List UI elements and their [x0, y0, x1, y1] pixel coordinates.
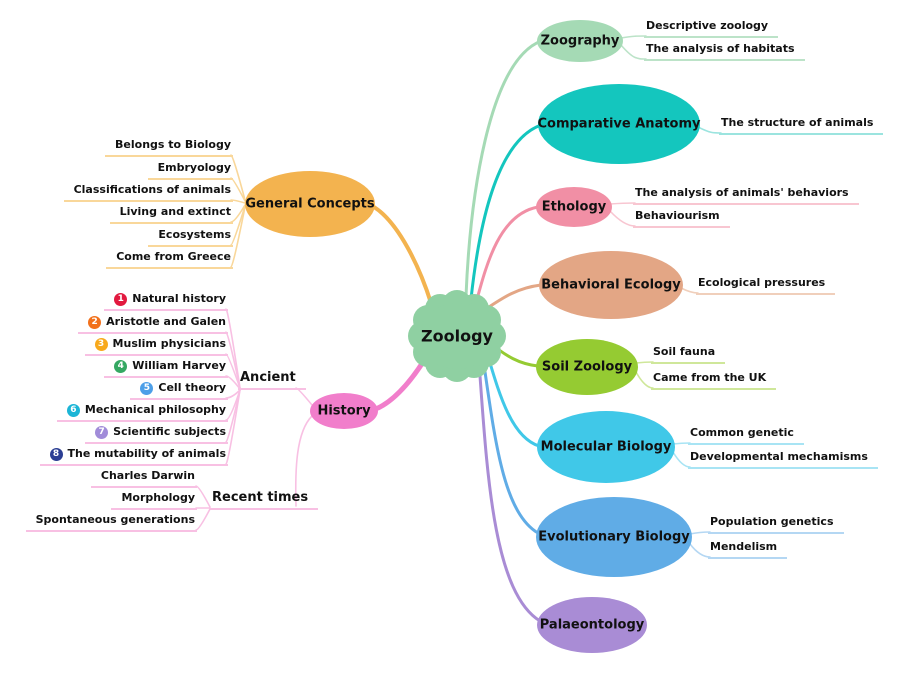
node-ethology[interactable]: Ethology	[541, 199, 607, 215]
group-ancient[interactable]: Ancient	[238, 368, 306, 390]
connector-general-child3	[230, 199, 246, 204]
topic-spontaneous-generations[interactable]: Spontaneous generations	[25, 510, 197, 532]
number-badge-6: 6	[66, 404, 80, 417]
branch-line-ethology	[474, 205, 540, 305]
branch-line-comparative	[469, 123, 543, 301]
topic-label: William Harvey	[132, 359, 226, 372]
connector-recent-item1	[195, 485, 211, 508]
connector-general-child4	[230, 204, 246, 223]
connector-molecular-child2	[672, 451, 691, 468]
topic-charles-darwin[interactable]: Charles Darwin	[90, 466, 197, 488]
node-palaeontology[interactable]: Palaeontology	[539, 617, 645, 633]
topic-label: Scientific subjects	[113, 425, 226, 438]
topic-scientific-subjects[interactable]: 7 Scientific subjects	[85, 422, 228, 444]
connector-general-child1	[230, 154, 246, 201]
node-soil-zoology[interactable]: Soil Zoology	[541, 359, 633, 375]
topic-morphology[interactable]: Morphology	[111, 488, 197, 510]
topic-descriptive-zoology[interactable]: Descriptive zoology	[644, 16, 779, 38]
topic-classifications-of-animals[interactable]: Classifications of animals	[63, 180, 233, 202]
topic-behaviourism[interactable]: Behaviourism	[633, 206, 730, 228]
topic-belongs-to-biology[interactable]: Belongs to Biology	[105, 135, 233, 157]
topic-label: Aristotle and Galen	[106, 315, 226, 328]
connector-ethology-child2	[609, 210, 636, 227]
group-recent-times[interactable]: Recent times	[210, 488, 319, 510]
number-badge-5: 5	[140, 382, 154, 395]
topic-natural-history[interactable]: 1 Natural history	[104, 289, 228, 311]
number-badge-8: 8	[49, 448, 63, 461]
connector-zoography-child1	[620, 35, 647, 39]
connector-behavioral-child1	[680, 287, 699, 294]
node-molecular-biology[interactable]: Molecular Biology	[540, 439, 672, 455]
topic-aristotle-and-galen[interactable]: 2 Aristotle and Galen	[78, 312, 228, 334]
topic-developmental-mechamisms[interactable]: Developmental mechamisms	[688, 447, 878, 469]
center-cloud-shape[interactable]	[408, 290, 506, 382]
node-ellipse-ethology[interactable]	[536, 187, 612, 227]
connector-general-child5	[230, 205, 246, 246]
connector-general-child6	[230, 206, 246, 268]
node-ellipse-evolutionary[interactable]	[536, 497, 692, 577]
connector-evolutionary-child2	[689, 543, 711, 558]
topic-label: Muslim physicians	[112, 337, 226, 350]
node-ellipse-soil[interactable]	[536, 339, 638, 395]
topic-cell-theory[interactable]: 5 Cell theory	[130, 378, 228, 400]
branch-line-evolutionary	[481, 356, 540, 535]
topic-label: The mutability of animals	[67, 447, 226, 460]
connector-recent-item3	[195, 508, 211, 531]
node-ellipse-zoography[interactable]	[537, 20, 623, 62]
number-badge-1: 1	[114, 293, 128, 306]
connector-ancient-item8	[225, 389, 241, 465]
topic-ecological-pressures[interactable]: Ecological pressures	[696, 273, 836, 295]
node-ellipse-comparative[interactable]	[538, 84, 700, 164]
node-zoography[interactable]: Zoography	[540, 33, 620, 49]
number-badge-3: 3	[94, 338, 108, 351]
topic-muslim-physicians[interactable]: 3 Muslim physicians	[84, 334, 228, 356]
node-ellipse-palaeontology[interactable]	[537, 597, 647, 653]
connector-ancient-item5	[225, 389, 241, 399]
node-ellipse-history[interactable]	[310, 393, 378, 429]
topic-come-from-greece[interactable]: Come from Greece	[106, 247, 233, 269]
number-badge-7: 7	[95, 426, 109, 439]
topic-embryology[interactable]: Embryology	[147, 158, 233, 180]
connector-history-ancient	[295, 387, 313, 406]
topic-label: Mechanical philosophy	[84, 403, 226, 416]
topic-label: Cell theory	[158, 381, 226, 394]
number-badge-4: 4	[114, 360, 128, 373]
topic-mendelism[interactable]: Mendelism	[708, 537, 788, 559]
topic-analysis-of-habitats[interactable]: The analysis of habitats	[644, 39, 805, 61]
node-ellipse-general[interactable]	[245, 171, 375, 237]
connector-history-recent	[294, 415, 313, 507]
topic-ecosystems[interactable]: Ecosystems	[148, 225, 233, 247]
branch-line-general	[372, 205, 433, 305]
topic-soil-fauna[interactable]: Soil fauna	[651, 342, 726, 364]
branch-line-zoography	[464, 39, 543, 298]
connector-evolutionary-child1	[689, 531, 711, 535]
node-evolutionary-biology[interactable]: Evolutionary Biology	[538, 529, 690, 545]
topic-mechanical-philosophy[interactable]: 6 Mechanical philosophy	[56, 400, 228, 422]
topic-structure-of-animals[interactable]: The structure of animals	[719, 113, 884, 135]
node-comparative-anatomy[interactable]: Comparative Anatomy	[537, 116, 701, 132]
node-ellipse-behavioral[interactable]	[539, 251, 683, 319]
connector-comparative-child1	[697, 126, 722, 134]
topic-population-genetics[interactable]: Population genetics	[708, 512, 844, 534]
topic-analysis-of-animals-behaviors[interactable]: The analysis of animals' behaviors	[633, 183, 859, 205]
node-ellipse-molecular[interactable]	[537, 411, 675, 483]
topic-common-genetic[interactable]: Common genetic	[688, 423, 804, 445]
topic-mutability-of-animals[interactable]: 8 The mutability of animals	[39, 444, 228, 466]
topic-label: Natural history	[132, 292, 226, 305]
topic-living-and-extinct[interactable]: Living and extinct	[109, 202, 233, 224]
node-behavioral-ecology[interactable]: Behavioral Ecology	[541, 277, 681, 293]
branch-line-palaeontology	[477, 360, 542, 623]
node-general-concepts[interactable]: General Concepts	[245, 196, 375, 212]
connector-zoography-child2	[620, 44, 647, 60]
connector-soil-child2	[635, 371, 654, 389]
topic-came-from-the-uk[interactable]: Came from the UK	[651, 368, 777, 390]
topic-william-harvey[interactable]: 4 William Harvey	[104, 356, 228, 378]
number-badge-2: 2	[88, 316, 102, 329]
connector-ethology-child1	[609, 202, 636, 205]
node-history[interactable]: History	[317, 403, 371, 419]
center-node-zoology[interactable]: Zoology	[421, 326, 493, 346]
